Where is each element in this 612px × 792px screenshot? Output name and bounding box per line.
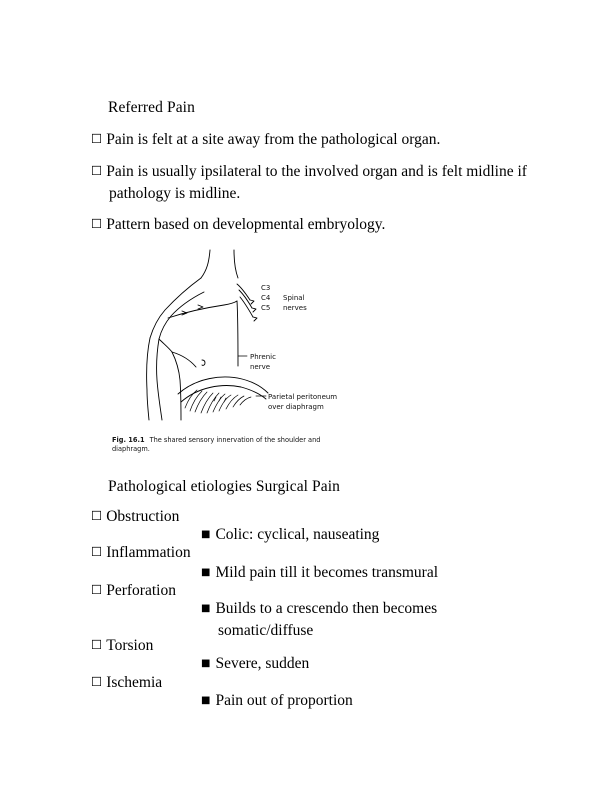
empty-checkbox-icon: ☐ — [91, 163, 103, 178]
filled-square-bullet-icon: ■ — [201, 695, 211, 706]
empty-checkbox-icon: ☐ — [91, 582, 103, 597]
empty-checkbox-icon: ☐ — [91, 131, 103, 146]
etiology-item: ☐Perforation — [91, 580, 229, 602]
etiology-item-text: Inflammation — [106, 544, 191, 561]
figure-caption-text: The shared sensory innervation of the sh… — [112, 436, 321, 454]
label-peritoneum-line2: over diaphragm — [268, 403, 324, 411]
figure-number: Fig. 16.1 — [112, 436, 145, 444]
label-spinal-line2: nerves — [283, 304, 307, 312]
etiology-item: ☐Obstruction — [91, 506, 229, 528]
empty-checkbox-icon: ☐ — [91, 674, 103, 689]
filled-square-bullet-icon: ■ — [201, 658, 211, 669]
label-c3: C3 — [261, 284, 270, 292]
etiology-item-text: Torsion — [106, 637, 154, 654]
pain-description-text: Colic: cyclical, nauseating — [215, 526, 380, 543]
label-c5: C5 — [261, 304, 270, 312]
checklist-item: ☐Pattern based on developmental embryolo… — [91, 214, 579, 236]
checklist-item-text: Pain is felt at a site away from the pat… — [106, 131, 441, 148]
empty-checkbox-icon: ☐ — [91, 544, 103, 559]
pain-description-text: Mild pain till it becomes transmural — [215, 564, 439, 581]
label-peritoneum-line1: Parietal peritoneum — [268, 393, 337, 401]
label-c4: C4 — [261, 294, 271, 302]
filled-square-bullet-icon: ■ — [201, 567, 211, 578]
label-phrenic-line1: Phrenic — [250, 353, 276, 361]
label-spinal-line1: Spinal — [283, 294, 305, 302]
empty-checkbox-icon: ☐ — [91, 637, 103, 652]
etiology-item: ☐Inflammation — [91, 542, 229, 564]
section-heading-pathological-etiologies: Pathological etiologies Surgical Pain — [108, 478, 341, 495]
etiology-item: ☐Ischemia — [91, 672, 229, 694]
empty-checkbox-icon: ☐ — [91, 216, 103, 231]
etiology-item-text: Obstruction — [106, 508, 180, 525]
pain-description-item: ■ Severe, sudden — [201, 653, 518, 675]
pain-description-text: Severe, sudden — [215, 655, 310, 672]
checklist-item-text: Pattern based on developmental embryolog… — [106, 216, 386, 233]
filled-square-bullet-icon: ■ — [201, 529, 211, 540]
empty-checkbox-icon: ☐ — [91, 508, 103, 523]
etiology-item-text: Perforation — [106, 582, 176, 599]
etiology-item: ☐Torsion — [91, 635, 229, 657]
pain-description-text: Builds to a crescendo then becomes somat… — [215, 600, 438, 639]
checklist-item-text: Pain is usually ipsilateral to the invol… — [106, 163, 527, 202]
pain-description-item: ■ Builds to a crescendo then becomes soma… — [201, 598, 480, 641]
section-heading-referred-pain: Referred Pain — [108, 99, 195, 116]
pain-description-item: ■ Mild pain till it becomes transmural — [201, 562, 518, 584]
checklist-item: ☐Pain is felt at a site away from the pa… — [91, 129, 579, 151]
etiology-item-text: Ischemia — [106, 674, 163, 691]
pain-description-item: ■ Colic: cyclical, nauseating — [201, 524, 518, 546]
anatomy-figure: C3 C4 C5 Spinal nerves Phrenic nerve Par… — [104, 248, 364, 463]
label-phrenic-line2: nerve — [250, 363, 270, 371]
pain-description-text: Pain out of proportion — [215, 692, 353, 709]
pain-description-item: ■ Pain out of proportion — [201, 690, 518, 712]
filled-square-bullet-icon: ■ — [201, 603, 211, 614]
shoulder-diaphragm-illustration: C3 C4 C5 Spinal nerves Phrenic nerve Par… — [146, 249, 337, 421]
checklist-item: ☐Pain is usually ipsilateral to the invo… — [91, 161, 587, 204]
